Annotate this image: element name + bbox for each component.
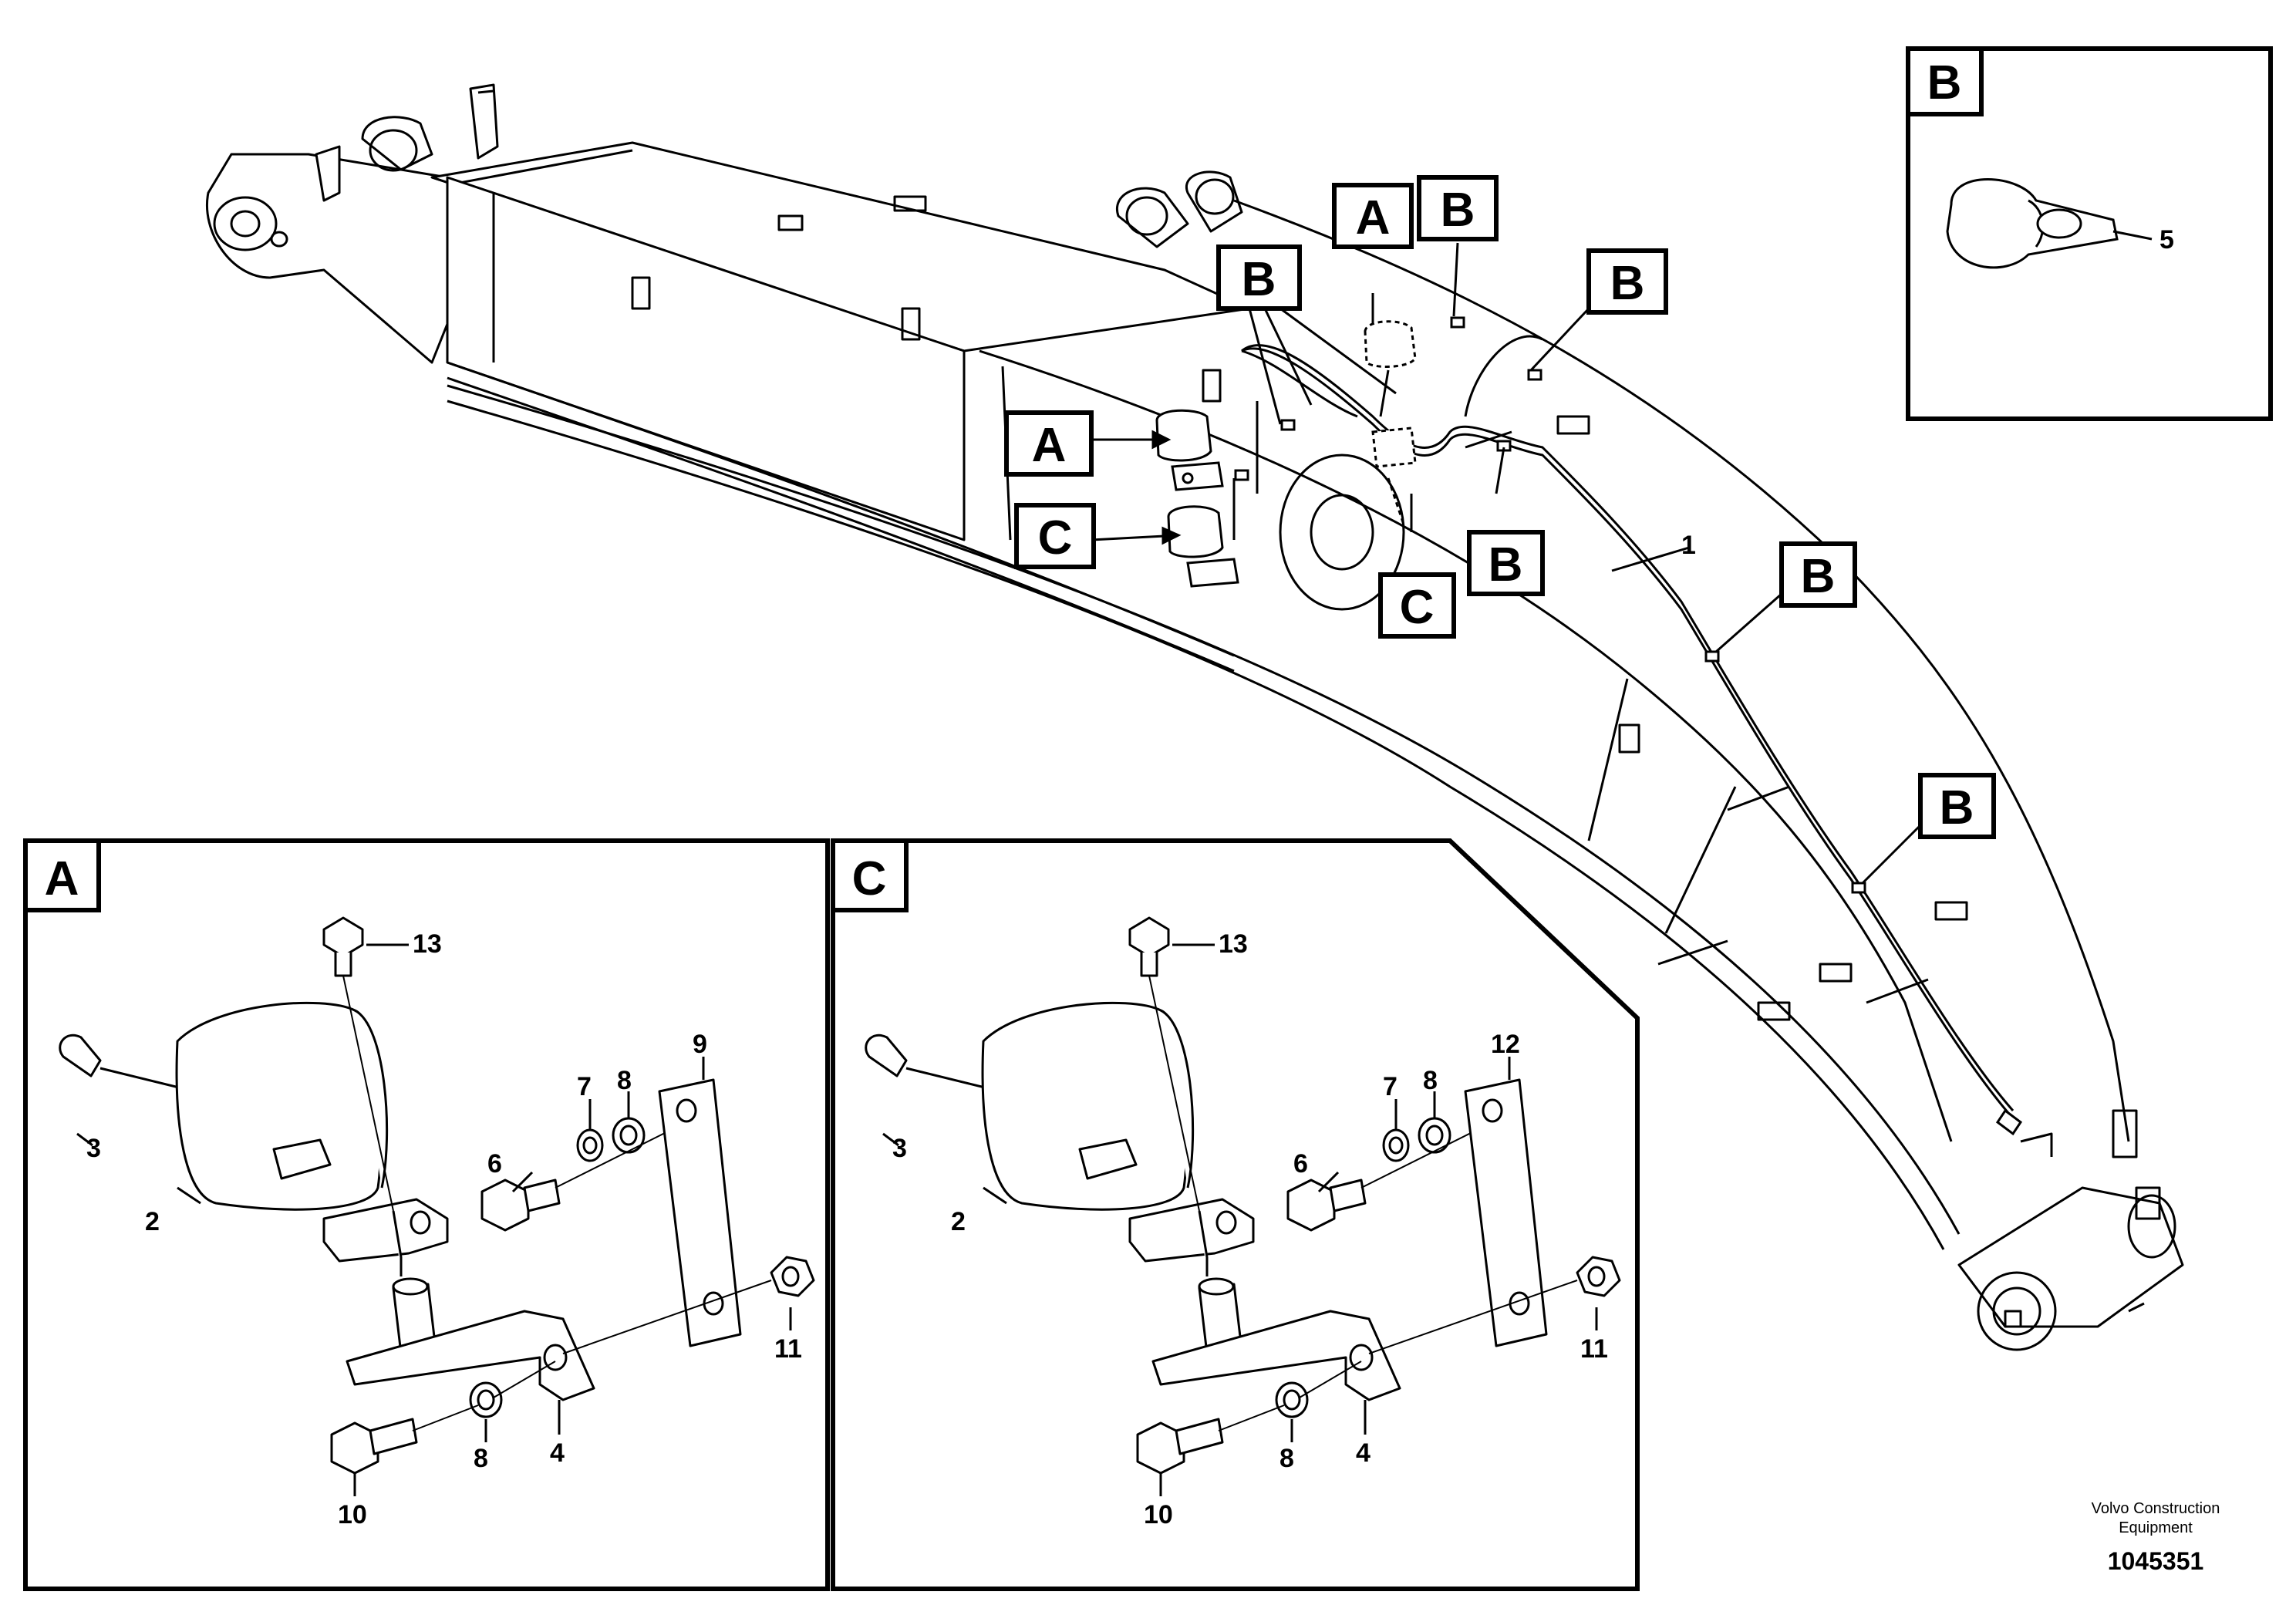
- bulb-3-c: [865, 1034, 908, 1077]
- bracket-4-c: [1151, 1310, 1401, 1401]
- part-label-8-c: 8: [1423, 1066, 1438, 1095]
- svg-text:A: A: [1356, 191, 1391, 244]
- part-label-4-c: 4: [1356, 1438, 1371, 1468]
- svg-text:B: B: [1940, 781, 1974, 835]
- svg-text:C: C: [852, 852, 887, 905]
- bolt-6-c: [1286, 1179, 1336, 1232]
- svg-text:A: A: [1032, 419, 1067, 472]
- callout-a-boom-top: A: [1332, 183, 1414, 249]
- part-label-3-c: 3: [892, 1134, 907, 1163]
- part-label-7-a: 7: [577, 1072, 592, 1101]
- callout-a-boom-left: A: [1004, 410, 1094, 477]
- part-label-6-c: 6: [1293, 1149, 1308, 1179]
- clamp-part-5: [1946, 178, 2153, 269]
- part-label-11-c: 11: [1580, 1334, 1608, 1364]
- detail-c-panel: C: [831, 838, 1640, 1591]
- company-name-line2: Equipment: [2119, 1519, 2193, 1536]
- svg-text:C: C: [1038, 511, 1073, 565]
- plate-12-c: [1464, 1078, 1548, 1347]
- part-label-13-c: 13: [1219, 929, 1248, 959]
- part-label-10-c: 10: [1144, 1500, 1173, 1529]
- boom-drawing: [206, 83, 2184, 1351]
- callout-leaders: [1091, 242, 1922, 885]
- lamp-housing-2-a: [175, 1001, 383, 1211]
- company-name-line1: Volvo Construction: [2092, 1500, 2220, 1517]
- work-light-c-boom: [1167, 505, 1239, 588]
- callout-b-boom-6: B: [1918, 773, 1996, 839]
- part-label-8-lower-c: 8: [1279, 1444, 1294, 1473]
- part-label-8-lower-a: 8: [474, 1444, 488, 1473]
- detail-b-panel: B 5: [1906, 46, 2273, 421]
- work-light-a-boom-upper: [1364, 320, 1417, 525]
- svg-text:B: B: [1441, 184, 1475, 237]
- work-light-a-boom: [1155, 409, 1224, 491]
- part-label-6-a: 6: [487, 1149, 502, 1179]
- part-label-7-c: 7: [1383, 1072, 1397, 1101]
- part-label-12-c: 12: [1491, 1030, 1520, 1059]
- bulb-3-a: [59, 1034, 102, 1077]
- part-label-1: 1: [1681, 531, 1696, 560]
- part-label-8-a: 8: [617, 1066, 632, 1095]
- detail-a-panel: A: [23, 838, 830, 1591]
- callout-b-boom-4: B: [1467, 530, 1545, 596]
- svg-text:C: C: [1400, 581, 1435, 634]
- svg-text:B: B: [1610, 257, 1645, 310]
- footer: Volvo Construction Equipment 1045351: [2092, 1500, 2220, 1575]
- bolt-6-a: [480, 1179, 530, 1232]
- part-label-2-c: 2: [951, 1207, 966, 1236]
- drawing-number: 1045351: [2108, 1547, 2204, 1575]
- bolt-10-a: [330, 1421, 379, 1475]
- bolt-13-a: [322, 916, 364, 958]
- part-label-2-a: 2: [145, 1207, 160, 1236]
- part-label-11-a: 11: [774, 1334, 802, 1364]
- callout-b-boom-1: B: [1216, 244, 1302, 311]
- svg-text:B: B: [1242, 253, 1276, 306]
- bolt-10-c: [1136, 1421, 1185, 1475]
- part-label-9-a: 9: [693, 1030, 707, 1059]
- part-label-10-a: 10: [338, 1500, 367, 1529]
- plate-9-a: [658, 1078, 742, 1347]
- part-label-4-a: 4: [550, 1438, 565, 1468]
- svg-text:B: B: [1801, 550, 1836, 603]
- lamp-housing-2-c: [981, 1001, 1188, 1211]
- svg-text:B: B: [1927, 56, 1962, 110]
- part-label-5: 5: [2159, 225, 2174, 255]
- svg-text:B: B: [1489, 538, 1523, 592]
- callout-b-boom-2: B: [1417, 175, 1499, 241]
- callout-c-boom-left: C: [1014, 503, 1096, 569]
- callout-c-boom-right: C: [1378, 572, 1456, 639]
- callout-b-boom-3: B: [1586, 248, 1668, 315]
- svg-text:A: A: [45, 852, 79, 905]
- bolt-13-c: [1128, 916, 1170, 958]
- part-label-3-a: 3: [86, 1134, 101, 1163]
- part-label-13-a: 13: [413, 929, 442, 959]
- bracket-4-a: [346, 1310, 595, 1401]
- callout-b-boom-5: B: [1779, 541, 1857, 608]
